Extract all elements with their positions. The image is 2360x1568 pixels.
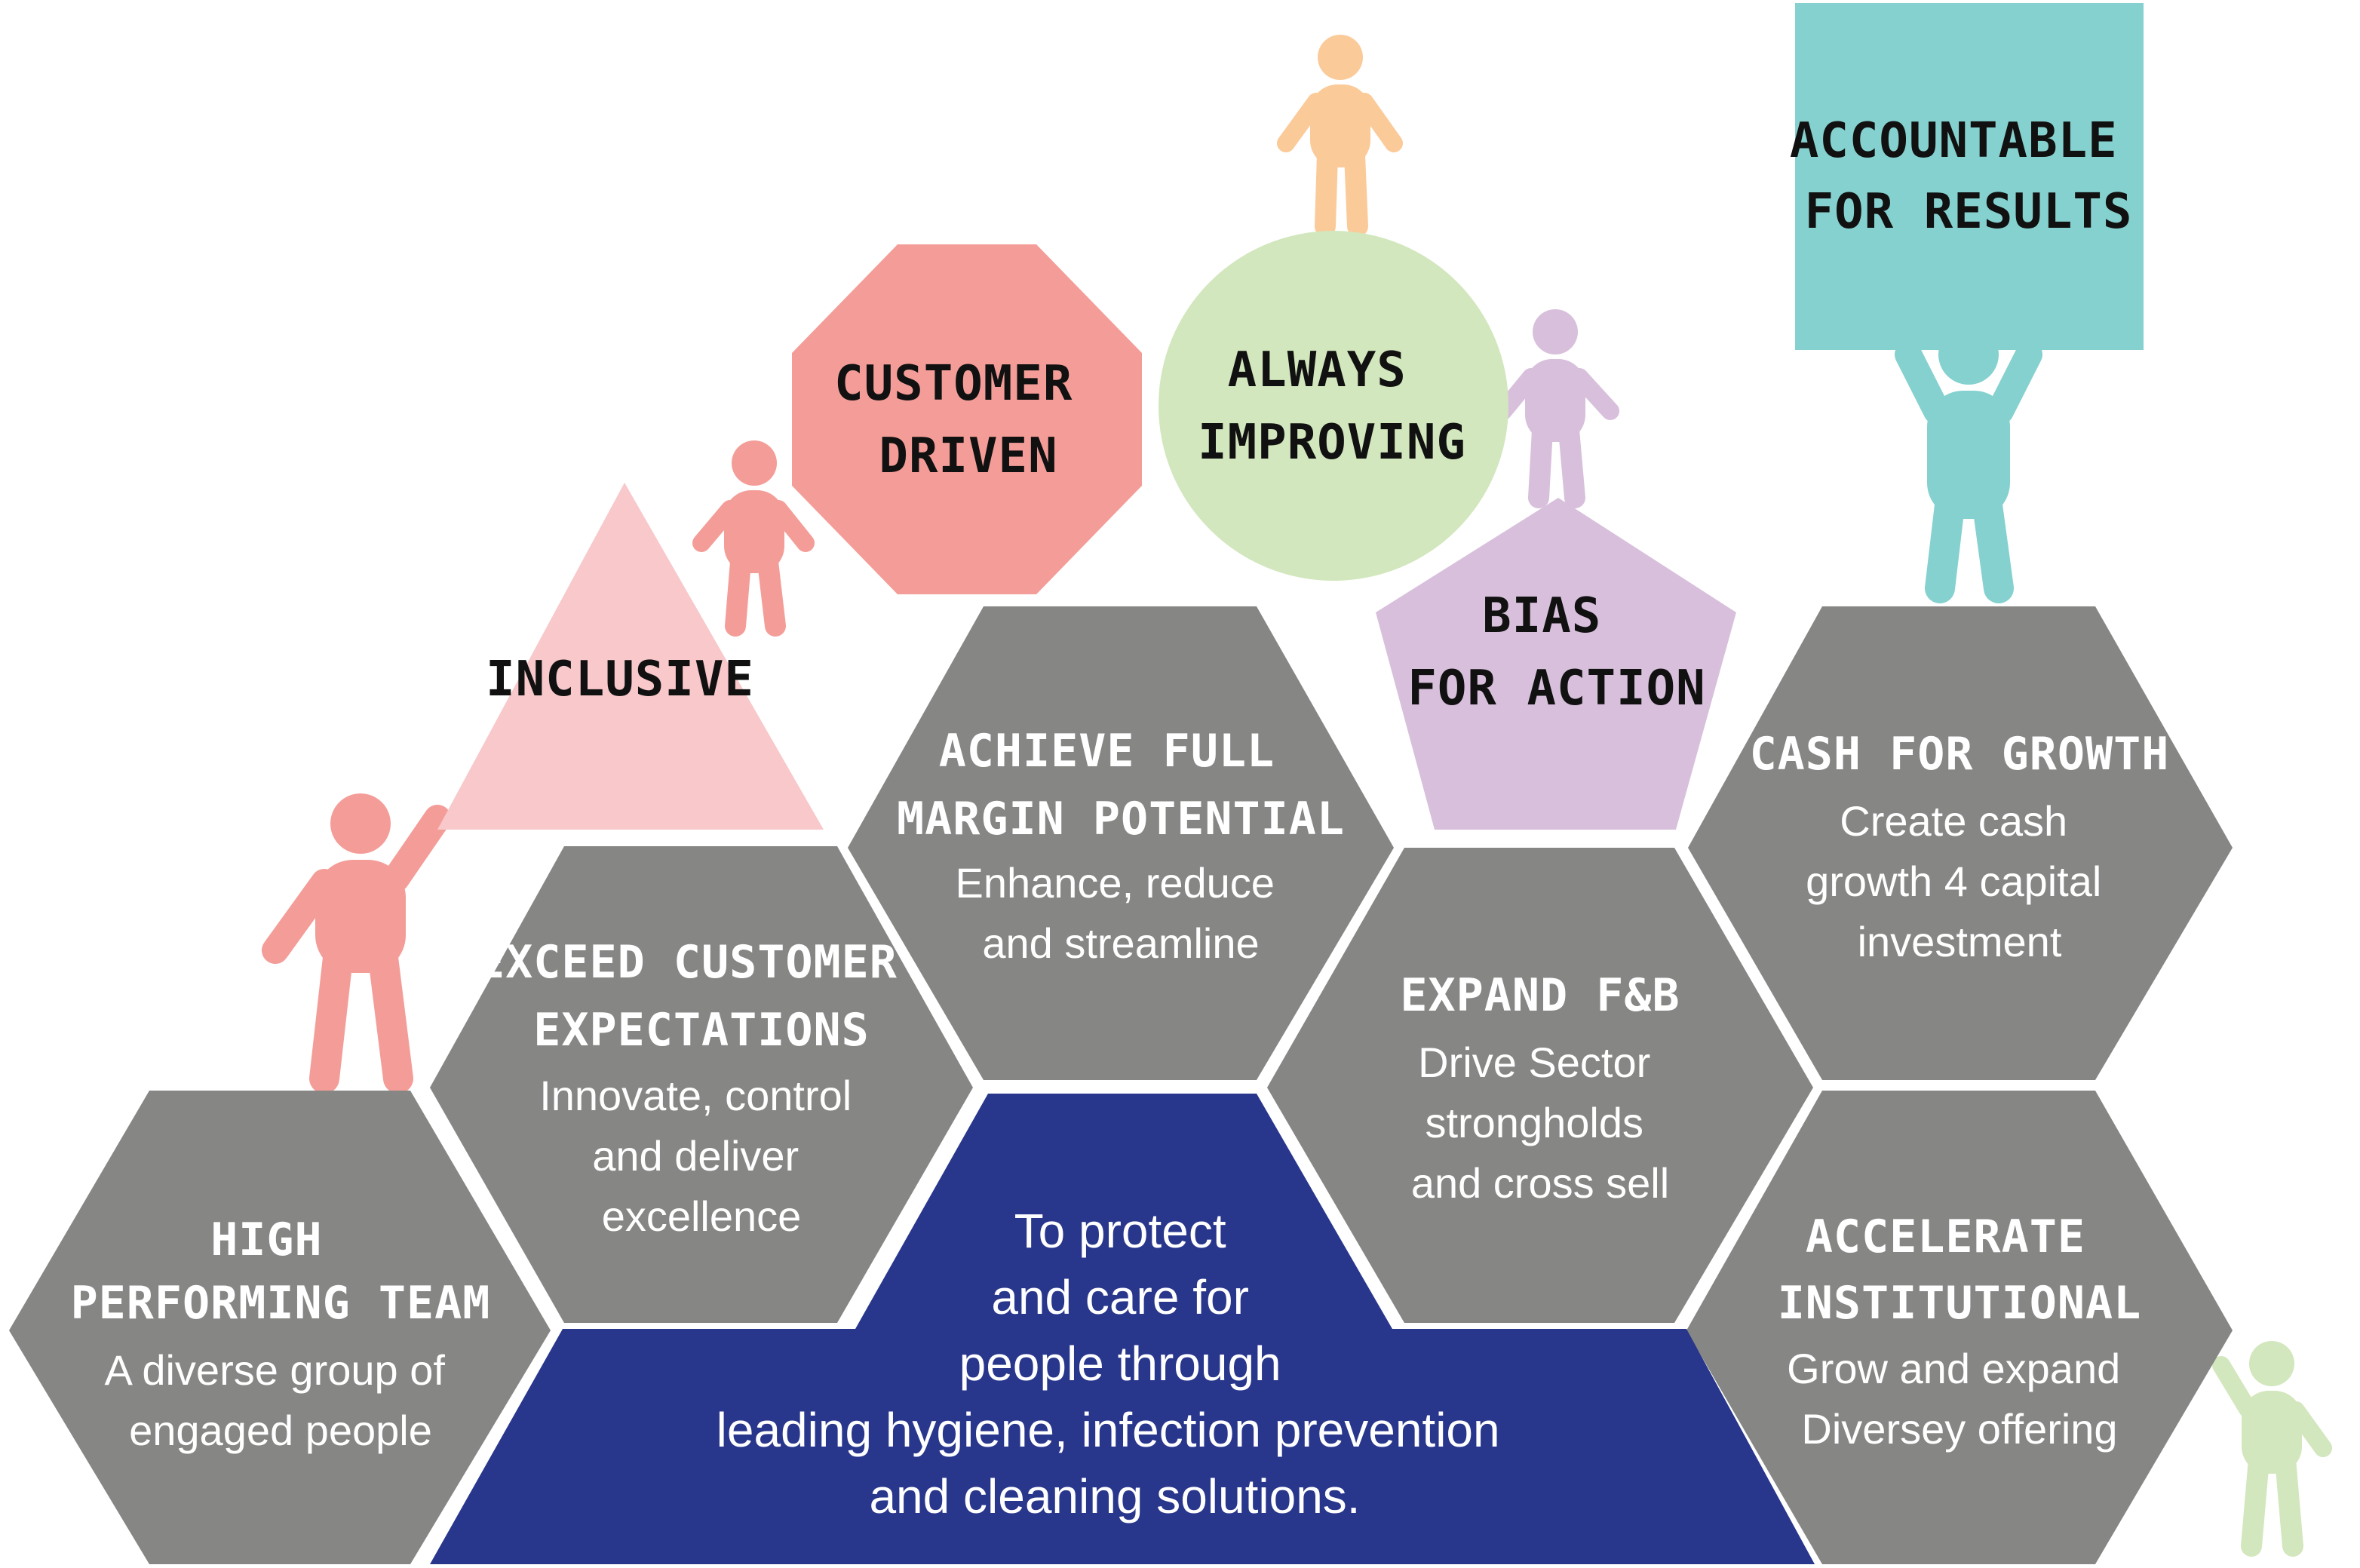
always-improving-circle [1159,231,1508,581]
purpose-shape [430,1094,1815,1564]
person-waving-green-icon [2212,1341,2332,1557]
cash-body: Create cash growth 4 capital investment [1806,797,2113,965]
person-waving-red-icon [262,793,451,1094]
hexagon-exceed-customer [430,846,973,1323]
purpose-statement: To protect and care for people through l… [717,1204,1514,1524]
accountable-label: ACCOUNTABLE FOR RESULTS [1790,113,2147,240]
person-on-pentagon-purple-icon [1494,309,1619,508]
hexagon-institutional [1686,1091,2233,1564]
bias-for-action-pentagon [1376,498,1736,830]
inclusive-triangle [437,483,824,830]
institutional-title: ACCELERATE INSTITUTIONAL [1778,1211,2142,1330]
high-performing-team-body: A diverse group of engaged people [105,1346,457,1454]
always-improving-label: ALWAYS IMPROVING [1198,342,1466,471]
hexagon-cash [1688,606,2233,1080]
exceed-customer-title: EXCEED CUSTOMER EXPECTATIONS [477,936,925,1057]
accountable-sign [1795,3,2144,350]
margin-title: ACHIEVE FULL MARGIN POTENTIAL [897,725,1345,845]
expand-fb-body: Drive Sector strongholds and cross sell [1411,1039,1669,1207]
expand-fb-title: EXPAND F&B [1400,969,1680,1022]
hexagon-high-performing-team [9,1091,551,1564]
institutional-body: Grow and expand Diversey offering [1787,1345,2132,1453]
high-performing-team-title: HIGH PERFORMING TEAM [71,1214,491,1330]
person-holding-sign-teal-icon [1895,324,2042,603]
inclusive-label: INCLUSIVE [486,652,754,707]
cash-title: CASH FOR GROWTH [1750,728,2170,781]
exceed-customer-body: Innovate, control and deliver excellence [539,1072,864,1240]
person-on-circle-orange-icon [1277,35,1403,237]
bias-for-action-label: BIAS FOR ACTION [1407,588,1705,716]
hexagon-expand-fb [1267,848,1813,1323]
margin-body: Enhance, reduce and streamline [956,859,1287,967]
hexagon-margin [848,606,1394,1080]
person-standing-red-icon [692,440,815,637]
customer-driven-label: CUSTOMER DRIVEN [834,356,1103,484]
customer-driven-octagon [792,244,1142,594]
